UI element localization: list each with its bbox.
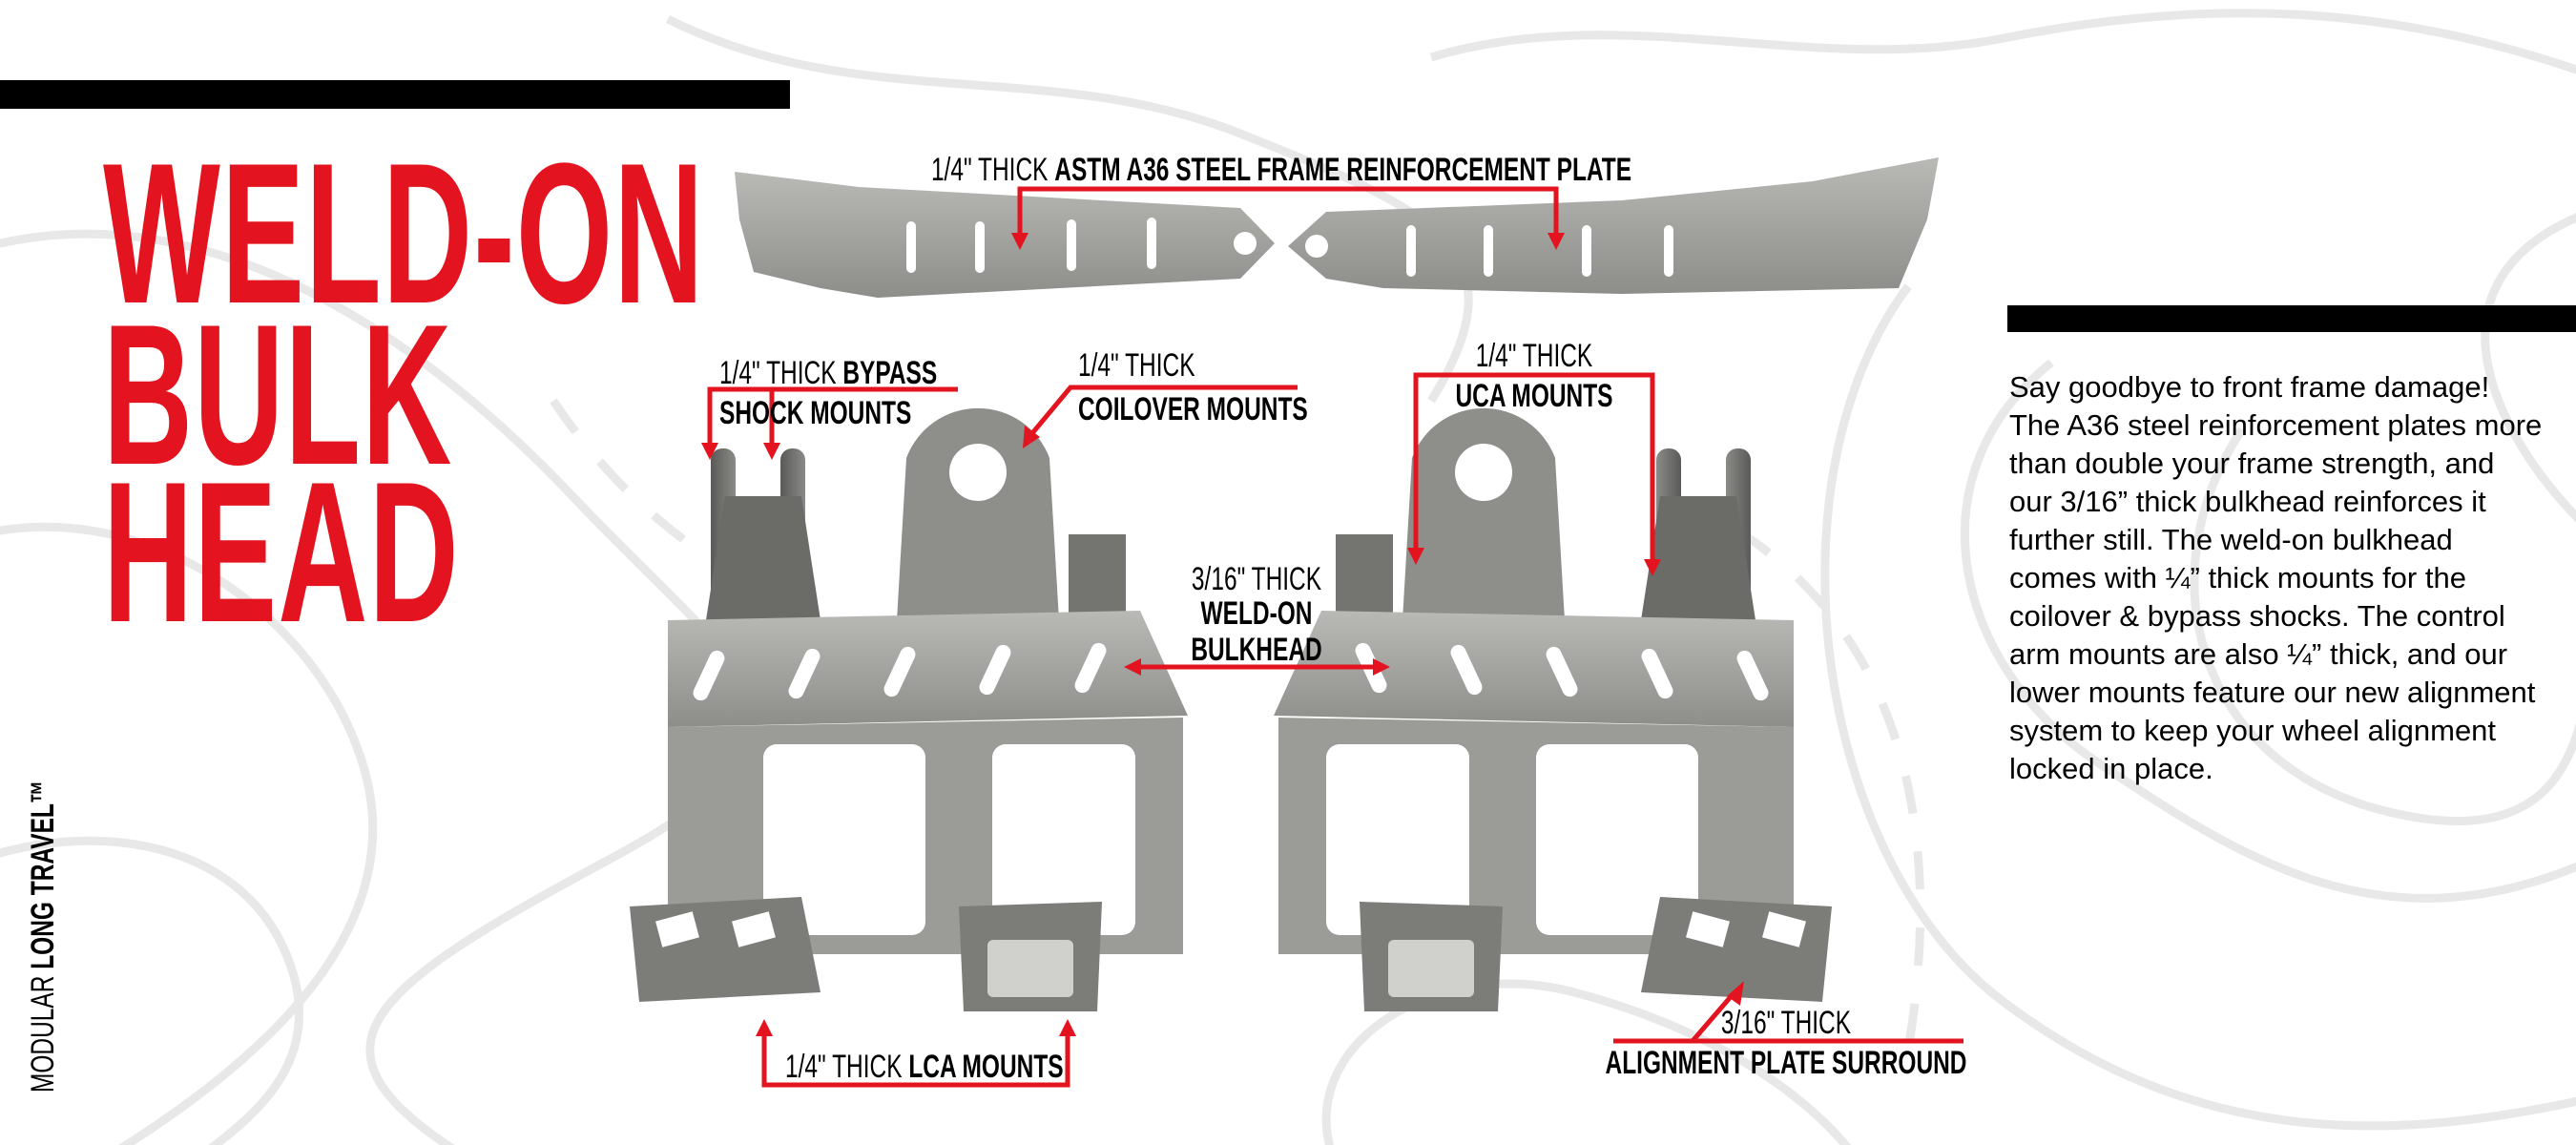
alignment-callout-line1: 3/16" THICK bbox=[1720, 1005, 1852, 1041]
bulkhead-left bbox=[630, 407, 1188, 1011]
alignment-callout-line2: ALIGNMENT PLATE SURROUND bbox=[1605, 1045, 1967, 1081]
uca-callout-line1: 1/4" THICK bbox=[1475, 338, 1593, 374]
description-text: Say goodbye to front frame damage! The A… bbox=[2009, 370, 2543, 785]
coilover-callout-line2: COILOVER MOUNTS bbox=[1078, 391, 1308, 427]
callout-arrowheads bbox=[701, 233, 1744, 1036]
bulkhead-callout-line2: WELD-ON bbox=[1200, 595, 1313, 632]
title-line-3: HEAD bbox=[103, 440, 460, 664]
right-bar bbox=[2007, 305, 2576, 332]
plate-callout: 1/4" THICK ASTM A36 STEEL FRAME REINFORC… bbox=[930, 152, 1632, 188]
title-line-2: BULK bbox=[103, 282, 453, 507]
coilover-callout-line1: 1/4" THICK bbox=[1078, 347, 1195, 384]
title-line-1: WELD-ON bbox=[103, 121, 705, 345]
bulkhead-callout-line1: 3/16" THICK bbox=[1191, 561, 1322, 597]
reinforcement-plate-right bbox=[1288, 157, 1939, 294]
callout-lines bbox=[707, 186, 1963, 1088]
bypass-callout-line1: 1/4" THICK BYPASS bbox=[719, 355, 938, 391]
top-left-bar bbox=[0, 80, 790, 109]
bypass-callout-line2: SHOCK MOUNTS bbox=[719, 395, 912, 431]
bulkhead-right bbox=[1274, 407, 1832, 1011]
uca-callout-line2: UCA MOUNTS bbox=[1455, 378, 1613, 414]
reinforcement-plate-left bbox=[735, 172, 1275, 298]
bulkhead-callout-line3: BULKHEAD bbox=[1191, 632, 1322, 668]
lca-callout: 1/4" THICK LCA MOUNTS bbox=[785, 1049, 1064, 1085]
